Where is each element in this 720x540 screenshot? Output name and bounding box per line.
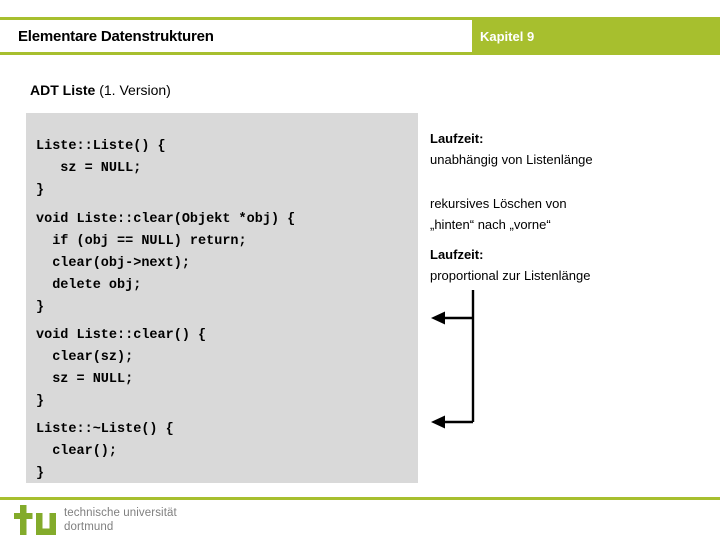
arrow-head-lower-icon — [431, 415, 445, 429]
annotation-label: Laufzeit: — [430, 131, 484, 146]
subtitle-bold: ADT Liste — [30, 82, 96, 98]
tu-logo-mark-icon — [14, 505, 56, 535]
page-title: Elementare Datenstrukturen — [18, 27, 214, 45]
subtitle-regular: (1. Version) — [95, 82, 171, 98]
code-block-destructor: Liste::~Liste() { clear(); } — [36, 421, 174, 481]
code-panel: Liste::Liste() { sz = NULL; } void Liste… — [26, 113, 418, 483]
annotation-text: proportional zur Listenlänge — [430, 268, 591, 283]
logo-line-2: dortmund — [64, 521, 114, 533]
annotation-recursive-deletion: rekursives Löschen von „hinten“ nach „vo… — [430, 193, 567, 235]
code-block-clear-recursive: void Liste::clear(Objekt *obj) { if (obj… — [36, 211, 296, 315]
annotation-text: unabhängig von Listenlänge — [430, 152, 593, 167]
annotation-text: rekursives Löschen von „hinten“ nach „vo… — [430, 196, 567, 232]
tu-dortmund-logo: technische universität dortmund — [14, 505, 177, 535]
arrow-head-upper-icon — [431, 311, 445, 325]
section-subtitle: ADT Liste (1. Version) — [30, 82, 171, 98]
tu-logo-text: technische universität dortmund — [64, 506, 177, 534]
code-block-clear-public: void Liste::clear() { clear(sz); sz = NU… — [36, 327, 207, 409]
chapter-label: Kapitel 9 — [480, 28, 535, 44]
header-title-box: Elementare Datenstrukturen — [0, 20, 472, 52]
annotation-linear-runtime: Laufzeit: proportional zur Listenlänge — [430, 244, 590, 286]
code-block-constructor: Liste::Liste() { sz = NULL; } — [36, 138, 166, 198]
footer-divider — [0, 497, 720, 500]
header-bar: Elementare Datenstrukturen Kapitel 9 — [0, 17, 720, 55]
logo-line-1: technische universität — [64, 507, 177, 519]
annotation-constructor-runtime: Laufzeit: unabhängig von Listenlänge — [430, 128, 593, 170]
connector-arrows — [431, 290, 475, 429]
annotation-label: Laufzeit: — [430, 247, 484, 262]
